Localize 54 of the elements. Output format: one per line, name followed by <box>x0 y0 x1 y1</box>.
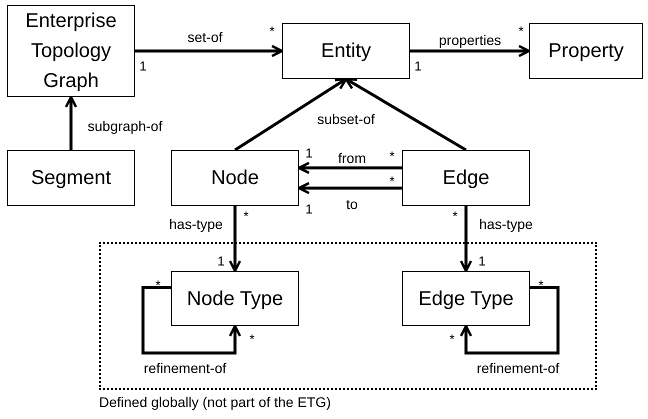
multiplicity-label: 1 <box>217 254 225 268</box>
class-name: Enterprise Topology Graph <box>24 9 118 94</box>
class-name: Property <box>548 39 624 64</box>
class-box <box>171 271 299 326</box>
association-arrow <box>234 78 348 152</box>
edge-label: subgraph-of <box>86 119 164 133</box>
class-box <box>402 271 530 326</box>
association-arrow <box>344 78 467 152</box>
association-arrow <box>142 286 242 354</box>
class-name: Edge Type <box>418 286 514 312</box>
class-name: Edge <box>442 166 490 191</box>
multiplicity-label: * <box>452 210 458 222</box>
association-arrow <box>298 162 402 174</box>
group-caption: Defined globally (not part of the ETG) <box>99 393 331 412</box>
multiplicity-label: * <box>155 278 161 292</box>
multiplicity-label: 1 <box>139 60 147 72</box>
edge-label: has-type <box>167 217 225 231</box>
multiplicity-label: 1 <box>414 60 422 72</box>
association-arrow <box>410 44 530 58</box>
multiplicity-label: * <box>518 24 524 38</box>
association-arrow <box>228 206 242 272</box>
class-box <box>282 23 410 79</box>
multiplicity-label: * <box>449 332 455 346</box>
edge-label: from <box>336 151 368 165</box>
class-box <box>529 23 643 79</box>
association-arrow <box>298 182 402 194</box>
multiplicity-label: * <box>269 24 275 38</box>
multiplicity-label: 1 <box>305 202 313 216</box>
edge-label: properties <box>436 33 504 47</box>
multiplicity-label: * <box>389 174 395 188</box>
multiplicity-label: * <box>243 210 249 222</box>
edge-label: has-type <box>477 217 535 231</box>
multiplicity-label: 1 <box>478 254 486 268</box>
edge-label: set-of <box>186 30 224 44</box>
edge-label: subset-of <box>315 112 377 126</box>
association-arrow <box>64 96 78 150</box>
edge-label: to <box>344 197 360 211</box>
multiplicity-label: * <box>538 278 544 292</box>
multiplicity-label: * <box>249 332 255 346</box>
class-box <box>7 150 135 206</box>
class-name: Node <box>211 166 259 191</box>
class-name: Entity <box>320 39 372 64</box>
class-name: Node Type <box>186 286 284 312</box>
edge-label: refinement-of <box>474 361 562 375</box>
association-arrow <box>460 206 472 272</box>
class-box <box>171 150 299 206</box>
class-name: Segment <box>30 166 112 191</box>
multiplicity-label: * <box>389 150 395 162</box>
association-arrow <box>135 44 284 58</box>
edge-label: refinement-of <box>142 361 228 375</box>
association-arrow <box>460 286 560 354</box>
class-box <box>7 5 135 97</box>
class-box <box>402 150 530 206</box>
multiplicity-label: 1 <box>305 146 313 160</box>
